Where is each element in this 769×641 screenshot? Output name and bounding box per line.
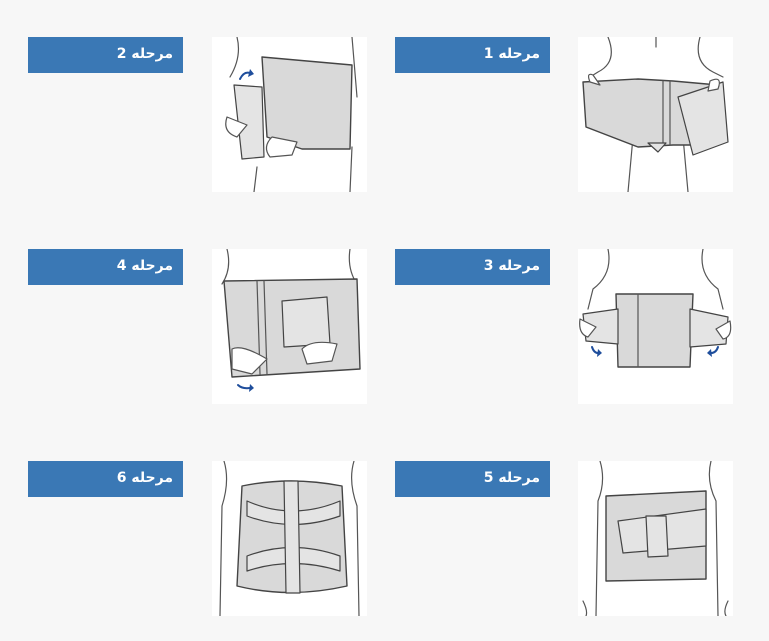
step-1-illustration xyxy=(578,37,733,192)
step-4-label: مرحله 4 xyxy=(28,249,183,285)
step-6-illustration xyxy=(212,461,367,616)
step-3-illustration xyxy=(578,249,733,404)
step-1-label: مرحله 1 xyxy=(395,37,550,73)
step-3-label: مرحله 3 xyxy=(395,249,550,285)
step-5-illustration xyxy=(578,461,733,616)
step-2-label: مرحله 2 xyxy=(28,37,183,73)
step-6-label: مرحله 6 xyxy=(28,461,183,497)
step-4-illustration xyxy=(212,249,367,404)
step-5-label: مرحله 5 xyxy=(395,461,550,497)
step-2-illustration xyxy=(212,37,367,192)
